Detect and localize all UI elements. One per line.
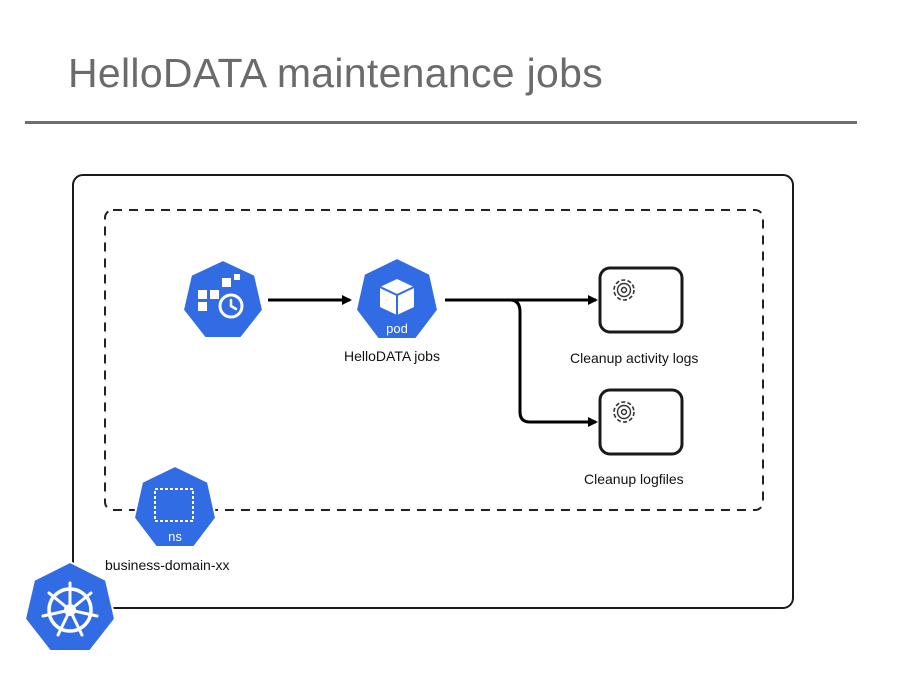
kubernetes-pod-icon: [354, 256, 440, 340]
kubernetes-cronjob-icon: [181, 258, 265, 339]
page-title: HelloDATA maintenance jobs: [68, 50, 603, 96]
task-label-activity-logs: Cleanup activity logs: [570, 350, 699, 366]
namespace-label: business-domain-xx: [105, 557, 230, 573]
task-cleanup-activity-logs: [598, 266, 684, 334]
gear-icon: [613, 279, 635, 301]
pod-label: HelloDATA jobs: [344, 348, 440, 364]
title-divider: [25, 121, 857, 124]
namespace-boundary: [104, 209, 764, 511]
task-cleanup-logfiles: [598, 388, 684, 456]
gear-icon: [613, 401, 635, 423]
cluster-boundary: [72, 174, 794, 609]
kubernetes-namespace-icon: [132, 464, 218, 548]
namespace-badge: ns: [168, 529, 182, 544]
connector-pod-to-logfiles: [509, 298, 598, 427]
task-label-logfiles: Cleanup logfiles: [584, 471, 684, 487]
kubernetes-helm-wheel-icon: [23, 560, 117, 652]
pod-badge: pod: [386, 321, 408, 336]
